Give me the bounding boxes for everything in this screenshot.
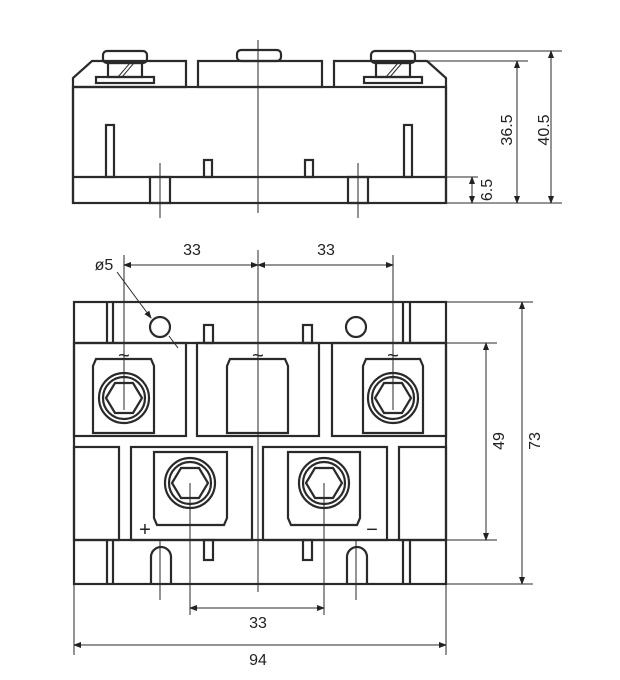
side-body bbox=[71, 85, 448, 205]
plan-view: ~ ~ ~ + − 33 33 33 94 49 73 ø5 bbox=[72, 242, 544, 669]
label-negative: − bbox=[366, 519, 378, 541]
side-pin bbox=[202, 158, 214, 179]
side-pin bbox=[303, 158, 315, 179]
side-center-block bbox=[196, 59, 324, 89]
label-positive: + bbox=[139, 519, 151, 541]
mounting-hole bbox=[148, 315, 172, 339]
label-pitch-left: 33 bbox=[183, 242, 201, 259]
dim-hole-leader bbox=[116, 271, 152, 319]
side-nut-left bbox=[94, 49, 156, 85]
label-total-height: 40.5 bbox=[536, 114, 553, 145]
ac-box-left bbox=[72, 341, 188, 438]
side-view: 40.5 36.5 6.5 bbox=[71, 40, 562, 218]
mounting-slot bbox=[345, 545, 369, 584]
label-overall-width: 94 bbox=[249, 652, 267, 669]
label-hole-diameter: ø5 bbox=[95, 257, 114, 274]
label-inner-height: 49 bbox=[491, 432, 508, 450]
side-nut-right bbox=[362, 49, 424, 85]
ac-box-right bbox=[330, 341, 448, 438]
label-overall-height: 73 bbox=[527, 432, 544, 450]
label-dc-pitch: 33 bbox=[249, 615, 267, 632]
plate-ac-center bbox=[225, 357, 290, 435]
side-nut-center bbox=[235, 48, 283, 63]
mounting-hole bbox=[344, 315, 368, 339]
side-pin bbox=[104, 123, 116, 179]
dc-box-positive bbox=[129, 445, 254, 542]
plate-negative bbox=[286, 450, 362, 527]
label-base-height: 6.5 bbox=[479, 179, 496, 201]
plate-ac-right bbox=[361, 357, 425, 435]
plate-ac-left bbox=[91, 357, 156, 435]
mounting-slot bbox=[149, 545, 173, 584]
dc-box-negative bbox=[261, 445, 389, 542]
plan-body bbox=[72, 300, 448, 586]
side-pin bbox=[402, 123, 414, 179]
plate-positive bbox=[152, 450, 229, 527]
label-pitch-right: 33 bbox=[317, 242, 335, 259]
label-body-height: 36.5 bbox=[499, 114, 516, 145]
